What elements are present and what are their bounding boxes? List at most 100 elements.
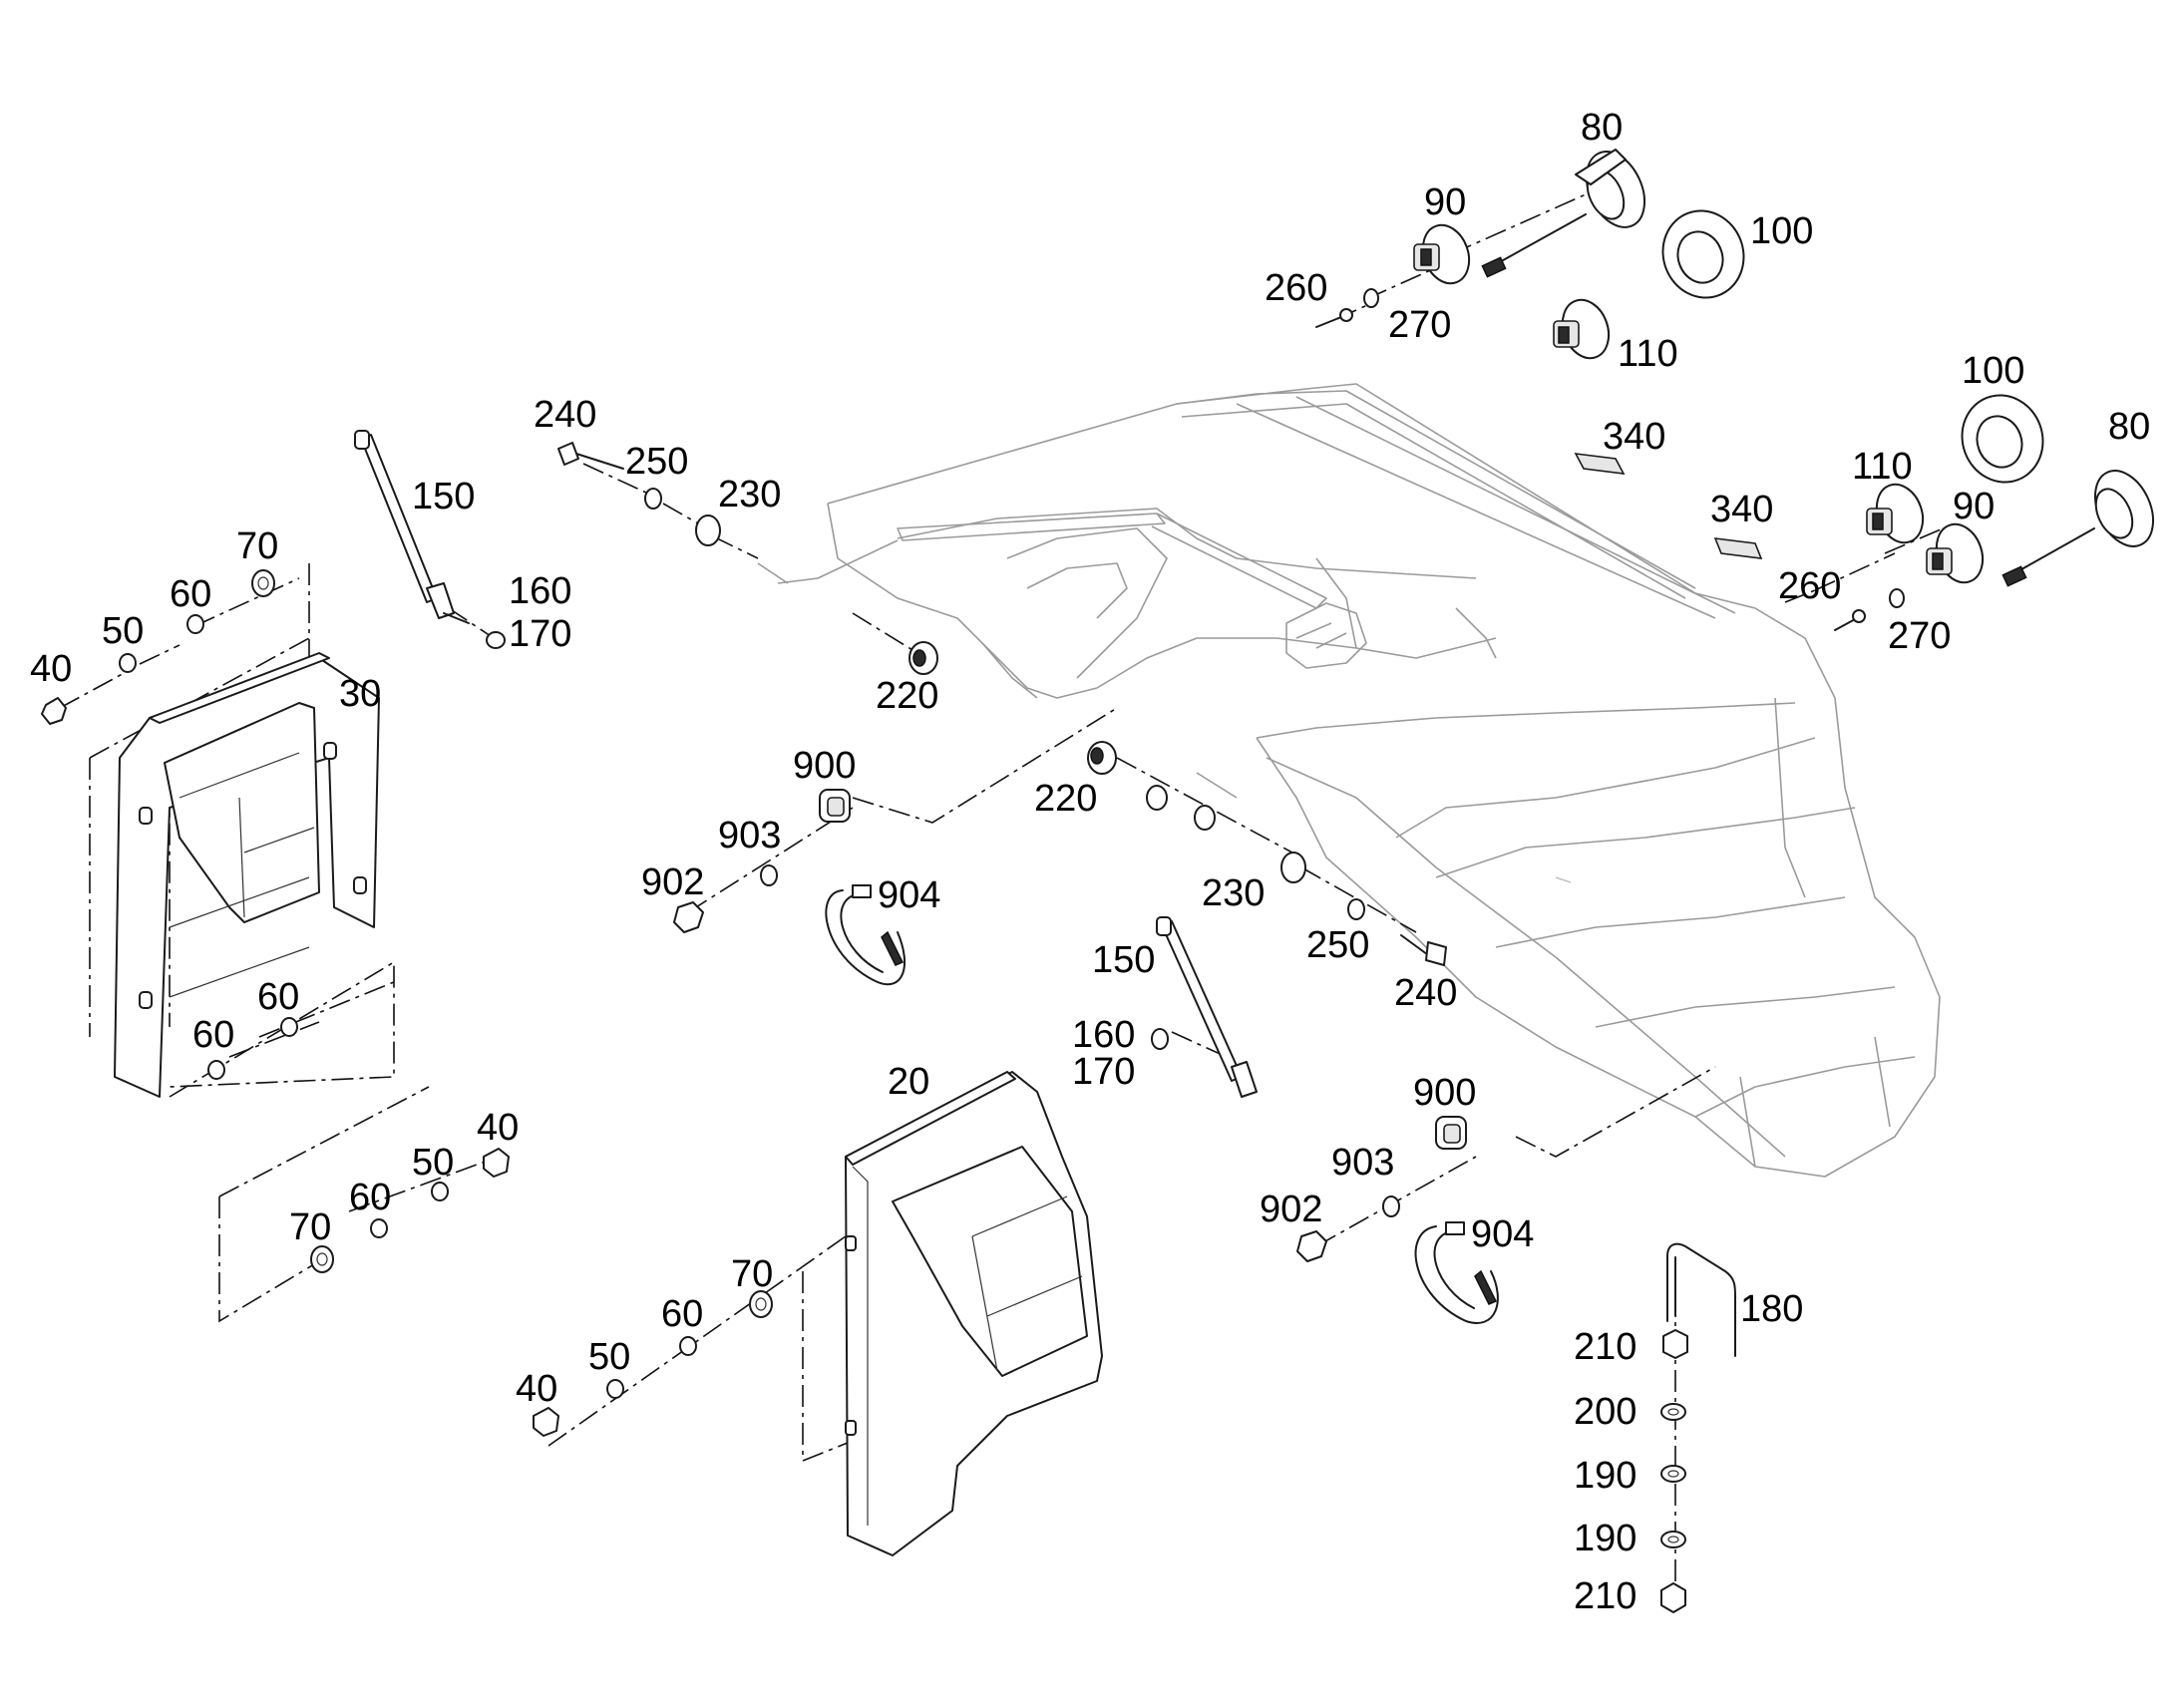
clip-340-a [1574,453,1626,475]
washer-60-bl [370,1218,388,1238]
callout-100-top: 100 [1750,210,1813,252]
washer-270-top [1363,288,1379,308]
callout-60-b: 60 [661,1293,703,1335]
callout-904-bottom: 904 [1471,1213,1534,1255]
callout-902-bottom: 902 [1260,1189,1322,1230]
bushing-220-top [908,641,938,675]
screw-260-right [1834,609,1866,631]
callout-70-bl: 70 [289,1206,331,1248]
callout-labels: 80 90 100 260 270 110 100 80 110 90 340 … [30,107,2150,1617]
washer-60-l1 [207,1060,225,1080]
washer-903-top [760,864,778,886]
callout-60-l1: 60 [192,1014,234,1056]
callout-50-tl: 50 [102,610,144,652]
callout-160-top: 160 [509,570,571,612]
washer-160-170-mid [1151,1028,1169,1050]
callout-80-top: 80 [1581,107,1623,149]
callout-70-tl: 70 [236,525,278,567]
callout-340-b: 340 [1710,489,1773,530]
lamp-socket-110-right [1866,483,1925,544]
callout-170-top: 170 [509,613,571,655]
washer-190-b [1660,1531,1686,1548]
callout-50-b: 50 [588,1336,630,1378]
callout-903-bottom: 903 [1331,1142,1394,1184]
washer-60-tl [186,614,204,634]
callout-270-right: 270 [1888,615,1951,657]
washer-250-top [644,488,662,510]
washer-190-a [1660,1465,1686,1483]
callout-60-l2: 60 [257,976,299,1018]
callout-270-top: 270 [1388,304,1451,346]
screw-260-top [1315,308,1353,328]
callout-90-right: 90 [1953,486,1995,527]
washer-50-bl [431,1182,449,1201]
callout-70-b: 70 [731,1253,773,1295]
callout-230-mid: 230 [1202,872,1265,914]
washer-60-l2 [280,1017,298,1037]
nut-902-bottom [1296,1230,1327,1262]
cover-30 [114,652,380,1098]
callout-260-top: 260 [1265,267,1327,309]
screw-40-b [533,1407,559,1437]
lamp-housing-80-top [1575,149,1646,228]
callout-90-top: 90 [1424,181,1466,223]
callout-904-top: 904 [878,874,940,916]
hose-clamp-904-bottom [1414,1221,1499,1324]
latch-900-bottom [1435,1116,1467,1150]
callout-150-mid: 150 [1092,939,1155,981]
nut-210-b [1660,1582,1686,1613]
callout-40-tl: 40 [30,648,72,690]
callout-340-a: 340 [1603,416,1665,458]
nut-902-top [673,901,704,933]
lamp-socket-90-top [1413,223,1471,285]
callout-902-top: 902 [641,861,704,903]
callout-220-top: 220 [876,675,938,717]
callout-100-right: 100 [1962,350,2024,392]
callout-40-bl: 40 [477,1107,519,1149]
bolt-240-mid [1400,934,1447,966]
callout-250-top: 250 [625,441,688,483]
washer-200 [1660,1403,1686,1421]
screw-40-tl [41,697,67,725]
latch-900-top [819,789,851,823]
washer-160-170-top [486,631,506,649]
nut-210-a [1662,1329,1688,1359]
hose-clamp-904-top [825,884,907,985]
gas-strut-150-mid [1156,916,1258,1098]
u-bolt-180 [1666,1242,1736,1357]
callout-150-top: 150 [412,476,475,517]
callout-180: 180 [1740,1288,1803,1330]
callout-900-top: 900 [793,745,856,787]
gas-strut-150-top [354,430,470,624]
callout-30: 30 [339,673,381,715]
callout-60-bl: 60 [349,1177,391,1218]
washer-50-b [606,1379,624,1399]
washer-70-tl [251,569,275,597]
callout-110-right: 110 [1852,446,1913,488]
callout-230-top: 230 [718,474,781,515]
lamp-socket-110-top [1553,298,1611,360]
callout-190-a: 190 [1574,1455,1636,1497]
bolt-240-top [557,442,624,470]
lamp-wire-80-top [1481,213,1587,278]
cover-20 [845,1071,1103,1556]
washer-70-bl [310,1245,334,1273]
washer-230-mid [1280,852,1306,883]
callout-210-b: 210 [1574,1575,1636,1617]
callout-60-tl: 60 [170,573,211,615]
callout-220-mid: 220 [1034,778,1097,820]
bushing-220-mid [1087,741,1117,775]
callout-190-b: 190 [1574,1518,1636,1559]
callout-200: 200 [1574,1391,1636,1433]
callout-40-b: 40 [516,1368,557,1410]
callout-900-bottom: 900 [1413,1072,1476,1114]
washer-230-top [695,514,721,546]
callout-160-mid: 160 [1072,1014,1135,1056]
callout-20: 20 [888,1061,929,1103]
washer-270-right [1889,588,1905,608]
callout-903-top: 903 [718,815,781,856]
screw-40-bl [483,1148,510,1178]
washer-60-b [679,1336,697,1356]
